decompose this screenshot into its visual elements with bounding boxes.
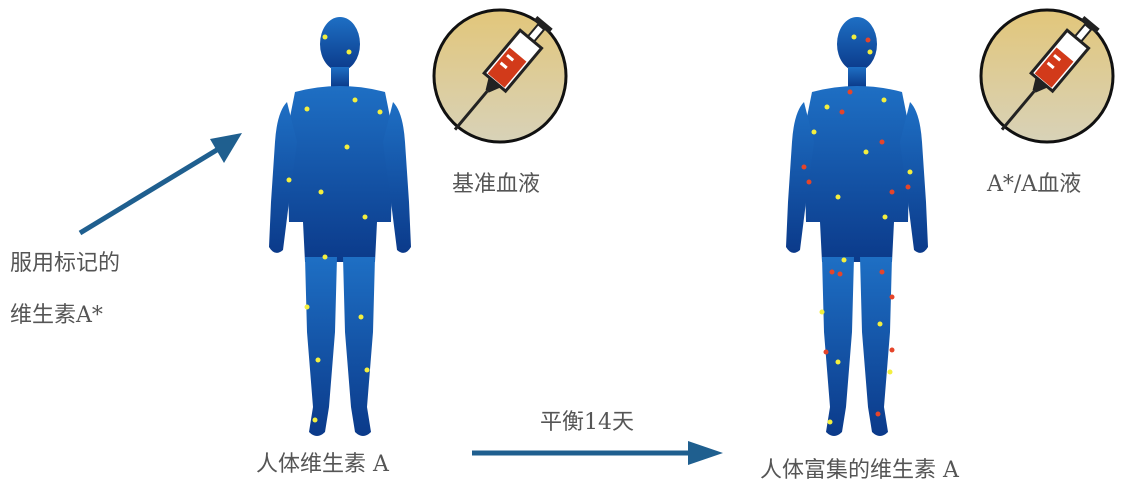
body-enriched-label: 人体富集的维生素 A — [760, 458, 959, 484]
labeled-blood-label: A*/A血液 — [987, 172, 1081, 198]
ingest-arrow — [70, 125, 255, 240]
baseline-blood-label: 基准血液 — [452, 172, 540, 198]
syringe-icon — [977, 6, 1117, 146]
body-baseline — [265, 12, 415, 447]
ingest-label-line-2: 维生素A* — [10, 290, 120, 342]
body-vitamin-label: 人体维生素 A — [256, 452, 389, 478]
equilibrium-label: 平衡14天 — [540, 410, 634, 436]
body-enriched — [782, 12, 932, 447]
equilibrium-arrow — [468, 438, 730, 468]
ingest-label: 服用标记的 维生素A* — [10, 238, 120, 342]
ingest-label-line-1: 服用标记的 — [10, 238, 120, 290]
syringe-icon — [430, 6, 570, 146]
